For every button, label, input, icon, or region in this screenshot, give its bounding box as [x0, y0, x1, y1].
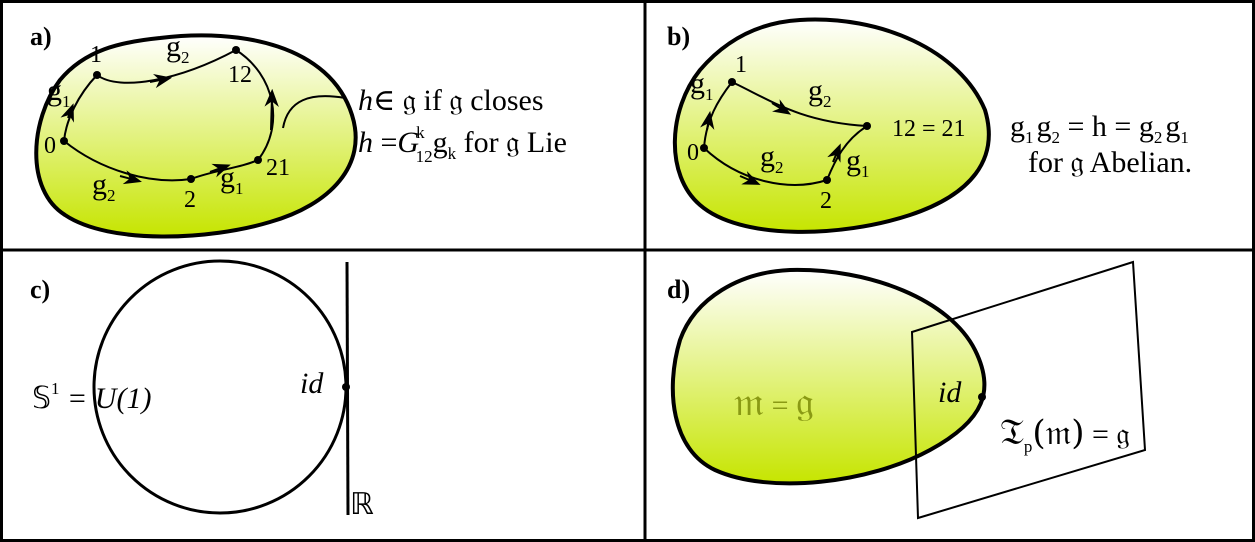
arrow-0-1: [60, 103, 74, 123]
label-12: 12: [228, 62, 252, 88]
blob-d: [670, 267, 987, 486]
label-1: 1: [90, 42, 102, 68]
label-c-id: id: [300, 367, 324, 400]
node-b-0: [700, 144, 708, 152]
point-id-c: [342, 383, 350, 391]
label-d-m-eq-g: 𝔪 = 𝔤: [734, 379, 814, 425]
node-0: [60, 137, 68, 145]
arrow-21-12: [264, 88, 279, 131]
label-d-id: id: [938, 376, 962, 409]
node-b-12: [863, 122, 871, 130]
node-12: [232, 46, 240, 54]
point-id-d: [978, 393, 986, 401]
label-21: 21: [266, 155, 290, 181]
label-a-g1-bottom: g1: [220, 161, 244, 198]
blob-a: [34, 33, 358, 239]
label-b-g1-bottom: g1: [846, 144, 870, 181]
arrow-b-0-1: [700, 110, 715, 131]
panel-c: c) 𝕊1 = U(1) id ℝ: [30, 259, 374, 522]
label-c-r: ℝ: [350, 487, 374, 522]
label-b-abelian: for 𝔤 Abelian.: [1028, 146, 1192, 179]
label-a-g2-top: g2: [166, 30, 190, 67]
panel-c-letter: c): [30, 275, 50, 304]
label-b-0: 0: [687, 140, 699, 166]
label-b-2: 2: [820, 188, 832, 214]
label-2: 2: [184, 187, 196, 213]
label-0: 0: [44, 133, 56, 159]
label-a-closure: h∈ 𝔤 if 𝔤 closes: [358, 84, 544, 117]
label-b-1: 1: [735, 52, 747, 78]
label-b-g2-bottom: g2: [760, 140, 784, 177]
arrow-b-2-12: [827, 143, 841, 163]
panel-b-letter: b): [667, 22, 690, 51]
node-b-1: [728, 78, 736, 86]
arrow-0-2: [119, 170, 142, 185]
label-c-s1: 𝕊1 = U(1): [32, 379, 151, 416]
panel-d: d) 𝔪 = 𝔤 id 𝔗p(𝔪) = 𝔤: [667, 260, 1147, 520]
node-1: [93, 71, 101, 79]
arrow-1-12: [149, 74, 173, 89]
label-b-g1-top: g1: [690, 67, 714, 104]
panel-a-letter: a): [30, 22, 52, 51]
node-b-2: [823, 176, 831, 184]
node-21: [254, 156, 262, 164]
arrow-b-0-2: [739, 171, 761, 185]
path-0-1: [63, 74, 98, 142]
path-b-0-2: [703, 147, 828, 186]
arrow-2-21: [209, 163, 231, 178]
panel-d-letter: d): [667, 275, 690, 304]
label-a-g2-bottom: g2: [92, 168, 116, 205]
panel-a: a) 0 1 12 2 21 g1 g2 g2 g1 h∈ 𝔤 if 𝔤 clo…: [30, 22, 567, 239]
tangent-plane: [910, 260, 1147, 520]
arrow-b-1-12: [771, 99, 792, 115]
path-b-2-12: [826, 125, 868, 181]
label-b-12-21: 12 = 21: [892, 116, 966, 142]
connector-a: [282, 95, 346, 129]
label-d-tangent: 𝔗p(𝔪) = 𝔤: [1000, 412, 1130, 456]
label-b-g2-top: g2: [808, 74, 832, 111]
label-a-g1: g1: [47, 74, 71, 111]
node-2: [187, 175, 195, 183]
